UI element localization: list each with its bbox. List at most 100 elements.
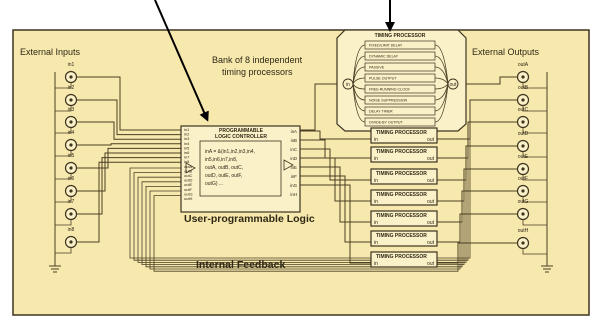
input-wire (76, 143, 181, 146)
logic-right-port-label: inE (291, 165, 297, 170)
output-connector-outF: outF (516, 176, 530, 198)
feedback-wire (145, 186, 463, 268)
ground-tap (55, 173, 72, 180)
logic-right-port-label: inB (291, 138, 297, 143)
ground-symbol-right (541, 258, 553, 273)
input-connector-in8: in8 (64, 227, 78, 249)
output-buffer-icon (283, 159, 294, 171)
jack-center (69, 212, 73, 216)
mode-in-curve (352, 83, 366, 123)
output-connector-outE: outE (516, 154, 530, 176)
logic-left-port-label: in2 (184, 132, 190, 137)
jack-center (521, 212, 525, 216)
timing-mode-item: PULSE OUTPUT (364, 73, 436, 83)
timing-mode-label: PULSE OUTPUT (369, 77, 397, 81)
timing-processor-in-label: in (374, 220, 378, 226)
output-label-outG: outG (518, 199, 529, 205)
mode-in-curve (352, 66, 366, 85)
input-connector-in3: in3 (64, 107, 78, 129)
wiring (54, 72, 548, 272)
input-label-in1: in1 (68, 62, 75, 68)
input-label-in5: in5 (68, 153, 75, 159)
timing-processor-in-label: in (374, 137, 378, 143)
ground-tap (522, 82, 547, 89)
processor-input-wire (300, 157, 371, 202)
output-label-outH: outH (518, 228, 529, 234)
timing-processor-box (370, 251, 438, 268)
timing-mode-label: FREE-RUNNING CLOCK (369, 88, 411, 92)
logic-equation-line: in5,in6,in7,in8, (205, 157, 237, 163)
input-buffer-icon (185, 162, 196, 174)
logic-equation-box (199, 140, 282, 197)
logic-left-port-label: in5 (184, 145, 190, 150)
logic-right-port-label: inG (290, 183, 297, 188)
input-wire (76, 121, 181, 140)
timing-processor-title: TIMING PROCESSOR (376, 213, 427, 219)
processor-input-wire (300, 175, 371, 243)
ground-tap (55, 150, 72, 157)
timing-processor-box (370, 189, 438, 206)
jack-center (69, 189, 73, 193)
timing-processor-title: TIMING PROCESSOR (376, 130, 427, 136)
timing-mode-item: NOISE SUPPRESSION (364, 95, 436, 105)
logic-right-port-label: inC (290, 147, 297, 152)
feedback-wire (141, 169, 465, 265)
input-connector-in4: in4 (64, 130, 78, 152)
logic-right-port-label: inD (290, 156, 297, 161)
jack-center (69, 143, 73, 147)
ground-tap (522, 248, 547, 255)
output-label-outC: outC (518, 107, 529, 113)
input-wire (76, 161, 181, 243)
input-wire (76, 76, 181, 131)
logic-right-port-label: inF (291, 174, 297, 179)
logic-title-2: LOGIC CONTROLLER (215, 134, 267, 140)
logic-equation-line: outG) ... (205, 181, 223, 187)
logic-controller-box (180, 125, 301, 213)
input-label-in4: in4 (68, 130, 75, 136)
timing-mode-item: PASSIVE (364, 62, 436, 72)
mode-out-curve (434, 66, 449, 85)
timing-mode-label: DYNAMIC DELAY (369, 55, 399, 59)
timing-mode-label: DIVIDE-BY OUTPUT (369, 121, 403, 125)
processor-input-wire (300, 166, 371, 223)
mode-out-curve (434, 83, 449, 123)
detail-output-wire (458, 76, 518, 85)
timing-processor-box (370, 210, 438, 227)
timing-mode-item: FREE-RUNNING CLOCK (364, 84, 436, 94)
detail-input-wire (300, 83, 343, 131)
mode-in-curve (352, 77, 366, 85)
timing-processor-title: TIMING PROCESSOR (376, 233, 427, 239)
ground-tap (55, 82, 72, 89)
timing-mode-item: FIXED/LIMIT DELAY (364, 40, 436, 50)
input-wire (76, 157, 181, 215)
logic-left-port-label: in7 (184, 155, 190, 160)
timing-mode-label: NOISE SUPPRESSION (369, 99, 408, 103)
logic-equation-line: outA, outB, outC, (205, 165, 243, 171)
logic-left-port-label: outH (184, 196, 193, 201)
output-label-outF: outF (518, 176, 528, 182)
output-label-outA: outA (518, 62, 529, 68)
timing-processor-out-label: out (427, 240, 435, 246)
timing-mode-label: PASSIVE (369, 66, 385, 70)
logic-equation-line: inA = &(in1,in2,in3,in4, (205, 149, 255, 155)
ground-tap (55, 127, 72, 134)
logic-right-port-label: inH (290, 192, 297, 197)
timing-mode-label: DELAY TIMER (369, 110, 393, 114)
timing-mode-label: FIXED/LIMIT DELAY (369, 44, 403, 48)
timing-processor-detail: TIMING PROCESSOR FIXED/LIMIT DELAYDYNAMI… (336, 29, 467, 132)
logic-left-port-label: in8 (184, 159, 190, 164)
timing-processor-out-label: out (427, 178, 435, 184)
mode-out-curve (434, 83, 449, 90)
output-label-outD: outD (518, 131, 529, 137)
input-connector-in1: in1 (64, 62, 78, 84)
detail-out-port (447, 78, 459, 90)
jack-center (69, 166, 73, 170)
output-connector-outB: outB (516, 85, 530, 107)
mode-out-curve (434, 55, 449, 85)
